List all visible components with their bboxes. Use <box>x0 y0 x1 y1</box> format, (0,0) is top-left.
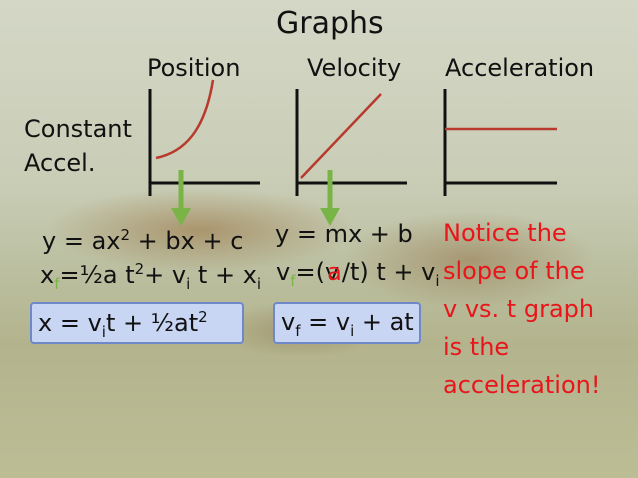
position-kinematic-equation: xf=½a t2+ vi t + xi <box>40 260 262 293</box>
column-heading-acceleration: Acceleration <box>445 54 595 82</box>
position-curve <box>155 79 215 160</box>
column-heading-position: Position <box>147 54 241 82</box>
velocity-line <box>300 93 382 179</box>
row-label-constant: Constant <box>24 115 132 143</box>
slide-title: Graphs <box>276 6 384 41</box>
velocity-general-equation: y = mx + b <box>275 220 413 248</box>
position-graph <box>148 79 260 196</box>
velocity-kinematic-equation: vf=(va/t) t + vi <box>276 258 440 290</box>
acceleration-graph <box>443 89 557 196</box>
position-general-equation: y = ax2 + bx + c <box>42 226 244 255</box>
notice-text: Notice the slope of the v vs. t graph is… <box>443 219 601 399</box>
position-equation-box: x = vit + ½at2 <box>30 302 244 344</box>
velocity-equation-box: vf = vi + at <box>273 302 421 344</box>
position-arrow-icon <box>171 170 191 226</box>
column-heading-velocity: Velocity <box>307 54 402 82</box>
velocity-graph <box>295 89 407 196</box>
row-label-accel: Accel. <box>24 149 96 177</box>
velocity-arrow-icon <box>320 170 340 226</box>
